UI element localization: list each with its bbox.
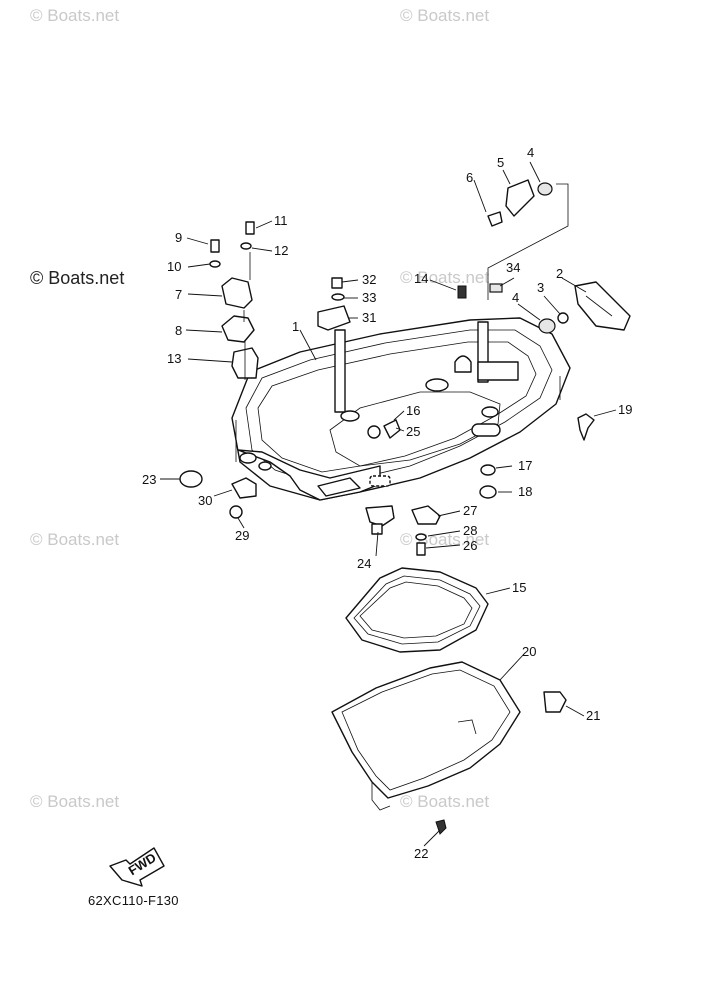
callout-24: 24	[357, 556, 371, 571]
callout-17: 17	[518, 458, 532, 473]
callout-27: 27	[463, 503, 477, 518]
watermark: © Boats.net	[30, 792, 120, 811]
diagram-code: 62XC110-F130	[88, 893, 179, 908]
top-center-parts	[317, 277, 503, 331]
callout-30: 30	[198, 493, 212, 508]
callout-26: 26	[463, 538, 477, 553]
callout-31: 31	[362, 310, 376, 325]
callout-32: 32	[362, 272, 376, 287]
callout-13: 13	[167, 351, 181, 366]
callout-18: 18	[518, 484, 532, 499]
watermark-prominent: © Boats.net	[30, 268, 125, 288]
side-parts	[179, 413, 595, 556]
lower-cover	[331, 661, 567, 835]
callout-4-lower: 4	[512, 290, 519, 305]
callout-19: 19	[618, 402, 632, 417]
callout-33: 33	[362, 290, 376, 305]
callout-21: 21	[586, 708, 600, 723]
watermark: © Boats.net	[400, 268, 490, 287]
callout-8: 8	[175, 323, 182, 338]
callout-9: 9	[175, 230, 182, 245]
bracket-assembly	[487, 179, 631, 334]
callout-7: 7	[175, 287, 182, 302]
callout-22: 22	[414, 846, 428, 861]
callout-10: 10	[167, 259, 181, 274]
callout-25: 25	[406, 424, 420, 439]
callout-16: 16	[406, 403, 420, 418]
leader-lines	[160, 161, 617, 847]
callout-labels: 1 2 3 4 4 5 6 7 8 9 10 11 12 13 14 15 16…	[142, 145, 632, 861]
seal-ring	[345, 567, 489, 653]
callout-5: 5	[497, 155, 504, 170]
callout-4: 4	[527, 145, 534, 160]
callout-23: 23	[142, 472, 156, 487]
callout-1: 1	[292, 319, 299, 334]
callout-34: 34	[506, 260, 520, 275]
callout-11: 11	[274, 213, 288, 228]
watermark: © Boats.net	[400, 6, 490, 25]
fwd-arrow: FWD	[109, 847, 165, 887]
watermark: © Boats.net	[30, 530, 120, 549]
callout-6: 6	[466, 170, 473, 185]
watermark: © Boats.net	[400, 792, 490, 811]
callout-15: 15	[512, 580, 526, 595]
callout-14: 14	[414, 271, 428, 286]
left-hardware	[209, 221, 259, 380]
callout-12: 12	[274, 243, 288, 258]
callout-3: 3	[537, 280, 544, 295]
callout-29: 29	[235, 528, 249, 543]
watermark: © Boats.net	[30, 6, 120, 25]
callout-28: 28	[463, 523, 477, 538]
callout-2: 2	[556, 266, 563, 281]
bottom-cowling	[231, 317, 571, 501]
callout-20: 20	[522, 644, 536, 659]
